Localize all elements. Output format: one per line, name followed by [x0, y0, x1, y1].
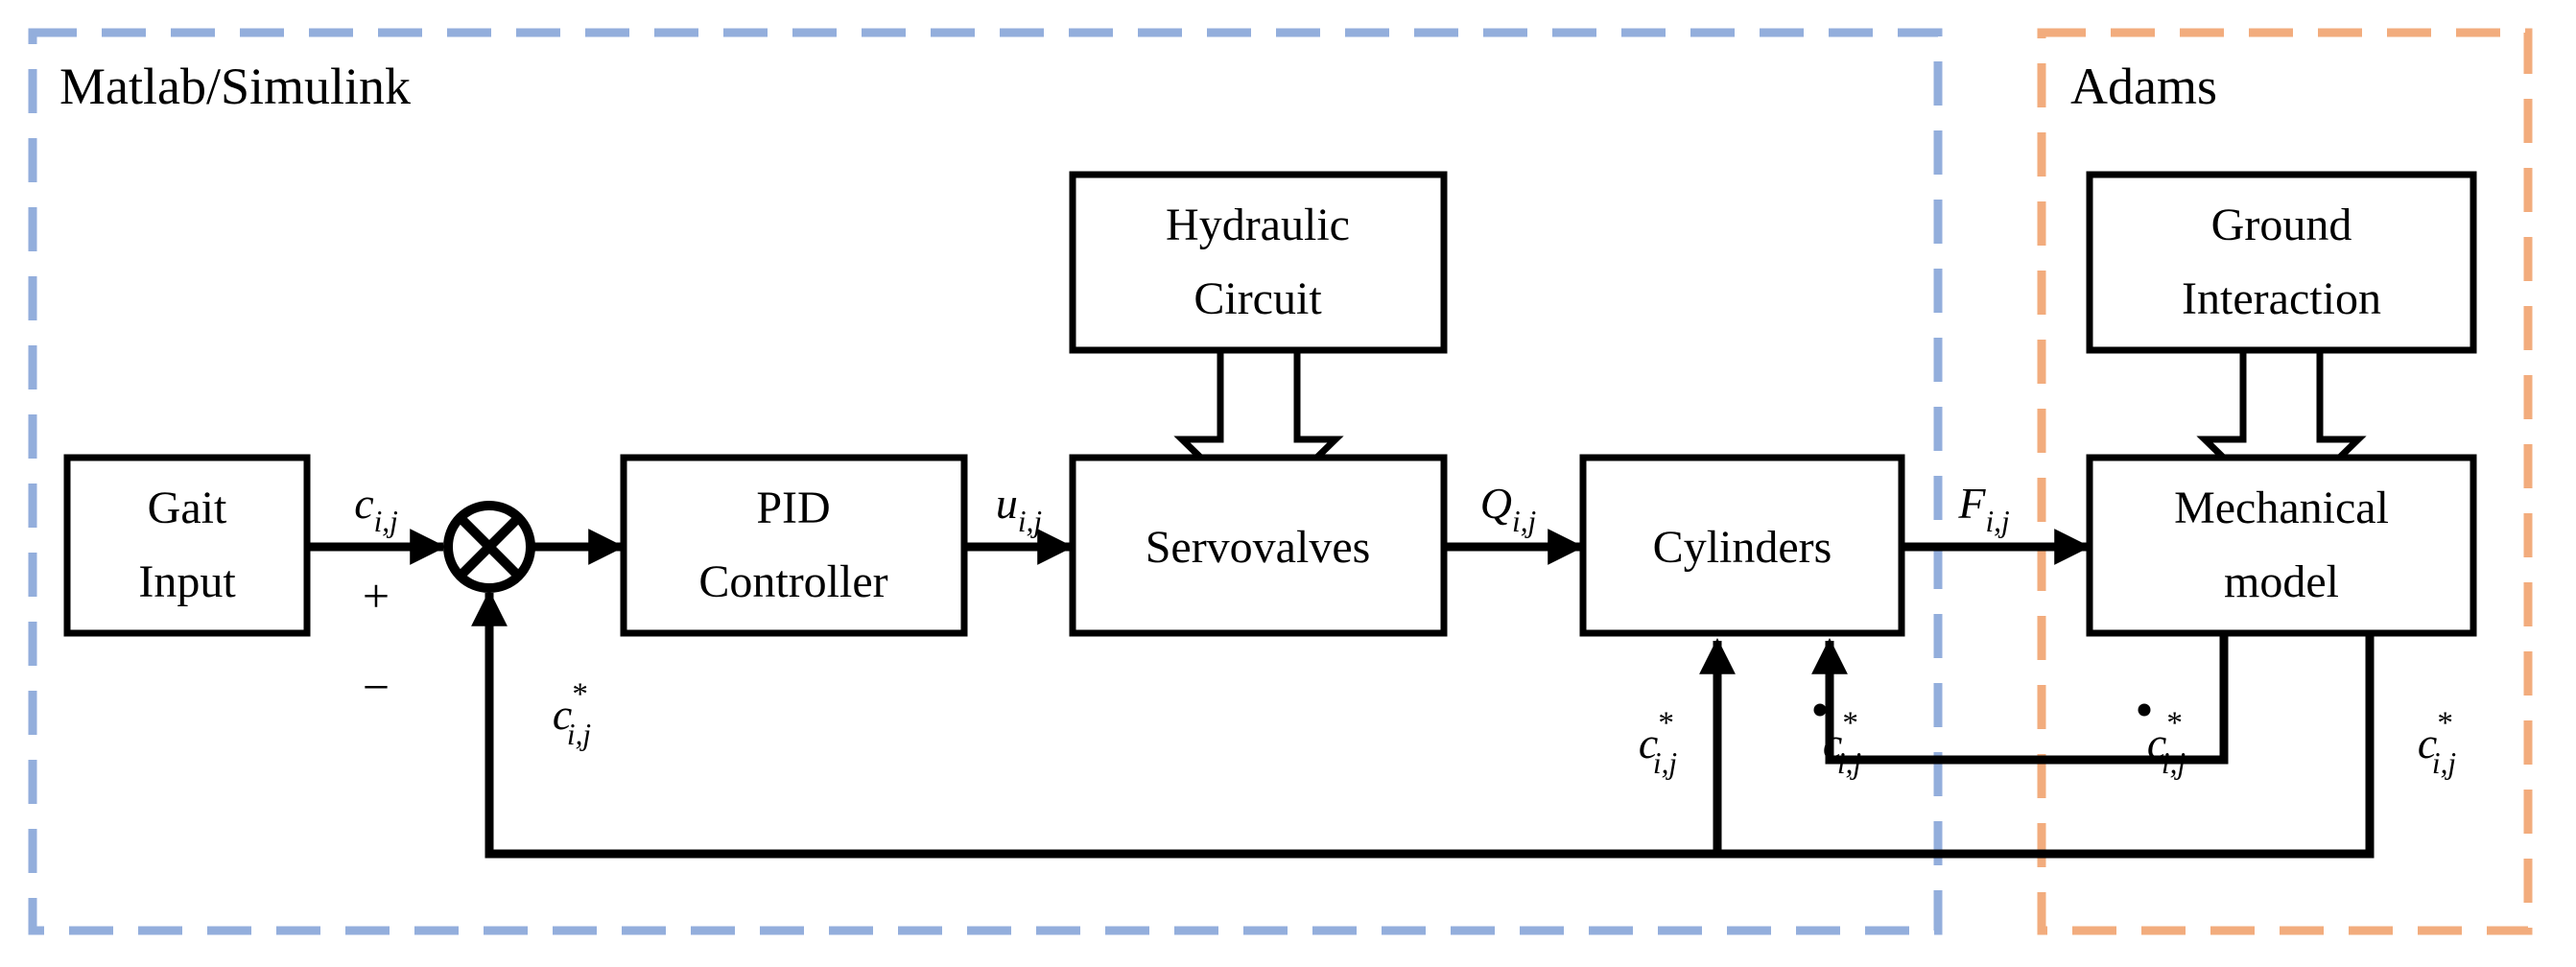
signal-label-c-star-mech: c*i,j — [2418, 705, 2456, 780]
block-mechanical-model[interactable]: Mechanical model — [2086, 454, 2477, 637]
overdot-cdot-star-cyl — [1813, 703, 1827, 717]
sig-cdot-star-cyl-base: c — [1823, 719, 1842, 767]
sig-c-star-fb-sub: i,j — [567, 718, 591, 751]
group-label-adams: Adams — [2070, 58, 2217, 115]
svg-text:c*i,j: c*i,j — [2418, 705, 2456, 780]
svg-text:Fi,j: Fi,j — [1957, 479, 2009, 538]
block-mechanical-model-line-1: model — [2224, 556, 2339, 607]
sig-c-ij-sub: i,j — [374, 505, 398, 538]
group-boundary-adams — [2037, 28, 2533, 935]
signal-label-c-ij: ci,j — [354, 479, 398, 538]
block-hydraulic-circuit[interactable]: Hydraulic Circuit — [1069, 171, 1448, 354]
block-cylinders[interactable]: Cylinders — [1579, 454, 1905, 637]
signal-label-cdot-star-mech: c*i,j — [2138, 703, 2186, 780]
sig-cdot-star-cyl-sub: i,j — [1837, 746, 1861, 780]
sig-u-ij-base: u — [996, 479, 1018, 528]
block-ground-interaction[interactable]: Ground Interaction — [2086, 171, 2477, 354]
sig-c-star-mech-base: c — [2418, 719, 2437, 767]
overdot-cdot-star-mech — [2138, 703, 2151, 717]
wire-cdot-star-to-cylinders — [1811, 633, 2229, 765]
signal-label-u-ij: ui,j — [996, 479, 1042, 538]
signal-label-f-ij: Fi,j — [1957, 479, 2009, 538]
svg-text:ui,j: ui,j — [996, 479, 1042, 538]
sig-f-ij-base: F — [1957, 479, 1986, 528]
block-servovalves[interactable]: Servovalves — [1069, 454, 1448, 637]
group-boundary-matlab — [28, 28, 1943, 935]
sig-q-ij-sub: i,j — [1512, 505, 1536, 538]
block-pid-controller[interactable]: PID Controller — [620, 454, 968, 637]
block-mechanical-model-line-0: Mechanical — [2174, 483, 2389, 533]
sig-c-star-fb-base: c — [553, 690, 572, 739]
sig-c-star-mech-sub: i,j — [2432, 746, 2456, 780]
block-hydraulic-circuit-line-1: Circuit — [1193, 273, 1322, 324]
signal-label-cdot-star-cyl: c*i,j — [1813, 703, 1861, 780]
svg-text:c*i,j: c*i,j — [1823, 705, 1861, 780]
block-gait-input-line-0: Gait — [148, 483, 227, 533]
block-pid-controller-line-0: PID — [756, 483, 830, 533]
block-cylinders-line-0: Cylinders — [1653, 522, 1832, 573]
wire-mechanical-to-sum-feedback — [471, 589, 2375, 859]
block-servovalves-line-0: Servovalves — [1146, 522, 1371, 573]
block-gait-input-line-1: Input — [138, 556, 236, 607]
signal-label-c-star-fb: c*i,j — [553, 676, 591, 751]
minus-sign: − — [363, 660, 390, 714]
sig-c-star-cyl-base: c — [1639, 719, 1658, 767]
sig-u-ij-sub: i,j — [1018, 505, 1042, 538]
svg-text:c*i,j: c*i,j — [2147, 705, 2186, 780]
sig-c-star-cyl-sub: i,j — [1653, 746, 1677, 780]
svg-text:c*i,j: c*i,j — [553, 676, 591, 751]
sig-cdot-star-mech-sub: i,j — [2162, 746, 2186, 780]
plus-sign: + — [363, 569, 390, 623]
signal-label-c-star-cyl: c*i,j — [1639, 705, 1677, 780]
block-ground-interaction-line-1: Interaction — [2182, 273, 2381, 324]
block-gait-input[interactable]: Gait Input — [63, 454, 311, 637]
sig-f-ij-sub: i,j — [1985, 505, 2009, 538]
sig-c-ij-base: c — [354, 479, 373, 528]
group-label-matlab: Matlab/Simulink — [59, 58, 411, 115]
block-pid-controller-line-1: Controller — [698, 556, 887, 607]
block-ground-interaction-line-0: Ground — [2211, 200, 2352, 250]
sig-q-ij-base: Q — [1480, 479, 1512, 528]
svg-text:ci,j: ci,j — [354, 479, 398, 538]
svg-text:c*i,j: c*i,j — [1639, 705, 1677, 780]
sum-junction[interactable] — [443, 501, 535, 593]
block-hydraulic-circuit-line-0: Hydraulic — [1166, 200, 1350, 250]
sig-cdot-star-mech-base: c — [2147, 719, 2166, 767]
svg-text:Qi,j: Qi,j — [1480, 479, 1536, 538]
signal-label-q-ij: Qi,j — [1480, 479, 1536, 538]
